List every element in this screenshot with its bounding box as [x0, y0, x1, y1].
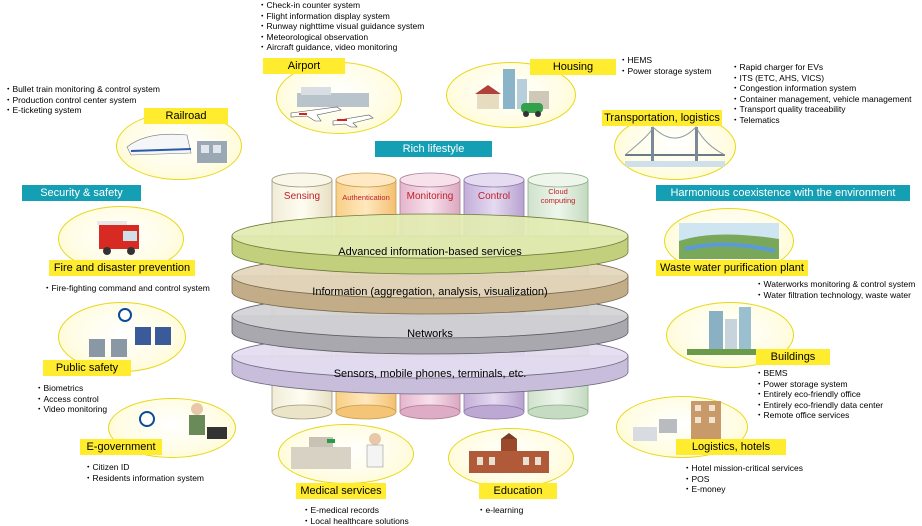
- pillar-label-sensing: Sensing: [283, 191, 321, 202]
- list-item: Telematics: [731, 115, 912, 126]
- housing-illustration: [475, 69, 549, 117]
- list-item: Citizen ID: [84, 462, 204, 473]
- list-item: Video monitoring: [35, 404, 108, 415]
- layer-label-information: Information (aggregation, analysis, visu…: [312, 286, 548, 298]
- education-list: e-learning: [477, 505, 524, 516]
- logistics-list: Hotel mission-critical services POS E-mo…: [683, 463, 803, 495]
- list-item: Entirely eco-friendly data center: [755, 400, 884, 411]
- fire-list: Fire-fighting command and control system: [43, 283, 210, 294]
- list-item: Production control center system: [4, 95, 160, 106]
- medical-list: E-medical records Local healthcare solut…: [302, 505, 409, 526]
- airport-illustration: [290, 87, 374, 128]
- education-label: Education: [479, 483, 557, 499]
- fire-truck-illustration: [97, 221, 139, 255]
- train-illustration: [126, 133, 227, 163]
- waste-label: Waste water purification plant: [656, 260, 808, 276]
- layer-services-disk: [231, 213, 629, 275]
- hospital-illustration: [291, 433, 384, 469]
- pillar-label-authentication: Authentication: [342, 193, 390, 202]
- housing-label: Housing: [530, 59, 616, 75]
- list-item: Meteorological observation: [258, 32, 424, 43]
- list-item: e-learning: [477, 505, 524, 516]
- list-item: Bullet train monitoring & control system: [4, 84, 160, 95]
- fire-label: Fire and disaster prevention: [49, 260, 195, 276]
- list-item: Power storage system: [755, 379, 883, 390]
- list-item: E-medical records: [302, 505, 409, 516]
- housing-list: HEMS Power storage system: [619, 55, 712, 76]
- transport-label: Transportation, logistics: [602, 110, 722, 126]
- layer-label-sensors: Sensors, mobile phones, terminals, etc.: [333, 368, 527, 380]
- list-item: POS: [683, 474, 803, 485]
- waste-list: Waterworks monitoring & control system W…: [755, 279, 916, 301]
- list-item: Water filtration technology, waste water: [755, 290, 915, 301]
- list-item: ITS (ETC, AHS, VICS): [731, 73, 912, 84]
- list-item: Transport quality traceability: [731, 104, 912, 115]
- logistics-label: Logistics, hotels: [676, 439, 786, 455]
- buildings-list: BEMS Power storage system Entirely eco-f…: [755, 368, 884, 421]
- list-item: Access control: [35, 394, 107, 405]
- list-item: Power storage system: [619, 66, 712, 77]
- list-item: Rapid charger for EVs: [731, 62, 912, 73]
- public-safety-list: Biometrics Access control Video monitori…: [35, 383, 108, 415]
- buildings-oval: [666, 302, 794, 368]
- list-item: BEMS: [755, 368, 883, 379]
- egov-list: Citizen ID Residents information system: [84, 462, 205, 484]
- list-item: HEMS: [619, 55, 712, 66]
- layer-label-networks: Networks: [407, 328, 453, 340]
- office-buildings-illustration: [687, 307, 773, 355]
- pillar-label-control: Control: [477, 191, 511, 202]
- egov-label: E-government: [80, 439, 162, 455]
- list-item: Waterworks monitoring & control system: [755, 279, 916, 290]
- public-safety-label: Public safety: [43, 360, 131, 376]
- education-oval: [448, 428, 574, 488]
- list-item: E-money: [683, 484, 803, 495]
- list-item: Biometrics: [35, 383, 107, 394]
- railroad-list: Bullet train monitoring & control system…: [4, 84, 160, 116]
- list-item: Entirely eco-friendly office: [755, 389, 883, 400]
- security-safety-header: Security & safety: [22, 185, 141, 201]
- railroad-label: Railroad: [144, 108, 228, 124]
- list-item: Remote office services: [755, 410, 883, 421]
- rich-lifestyle-label: Rich lifestyle: [375, 141, 492, 157]
- list-item: Residents information system: [84, 473, 205, 484]
- list-item: Local healthcare solutions: [302, 516, 409, 526]
- list-item: E-ticketing system: [4, 105, 160, 116]
- list-item: Check-in counter system: [258, 0, 424, 11]
- list-item: Hotel mission-critical services: [683, 463, 803, 474]
- person-laptop-illustration: [139, 403, 227, 439]
- list-item: Aircraft guidance, video monitoring: [258, 42, 424, 53]
- list-item: Congestion information system: [731, 83, 912, 94]
- airport-oval: [276, 62, 402, 134]
- buildings-label: Buildings: [756, 349, 830, 365]
- list-item: Container management, vehicle management: [731, 94, 912, 105]
- pillar-label-monitoring: Monitoring: [406, 191, 454, 202]
- bridge-illustration: [624, 125, 726, 167]
- river-illustration: [679, 223, 779, 259]
- gates-illustration: [89, 308, 171, 357]
- list-item: Runway nighttime visual guidance system: [258, 21, 425, 32]
- transport-list: Rapid charger for EVs ITS (ETC, AHS, VIC…: [731, 62, 912, 126]
- environment-header: Harmonious coexistence with the environm…: [656, 185, 910, 201]
- medical-label: Medical services: [296, 483, 386, 499]
- list-item: Flight information display system: [258, 11, 424, 22]
- medical-oval: [278, 424, 414, 484]
- school-illustration: [469, 433, 549, 473]
- layer-label-services: Advanced information-based services: [338, 246, 522, 258]
- airport-list: Check-in counter system Flight informati…: [258, 0, 425, 53]
- pillar-label-cloud: Cloud computing: [540, 187, 576, 205]
- list-item: Fire-fighting command and control system: [43, 283, 210, 294]
- airport-label: Airport: [263, 58, 345, 74]
